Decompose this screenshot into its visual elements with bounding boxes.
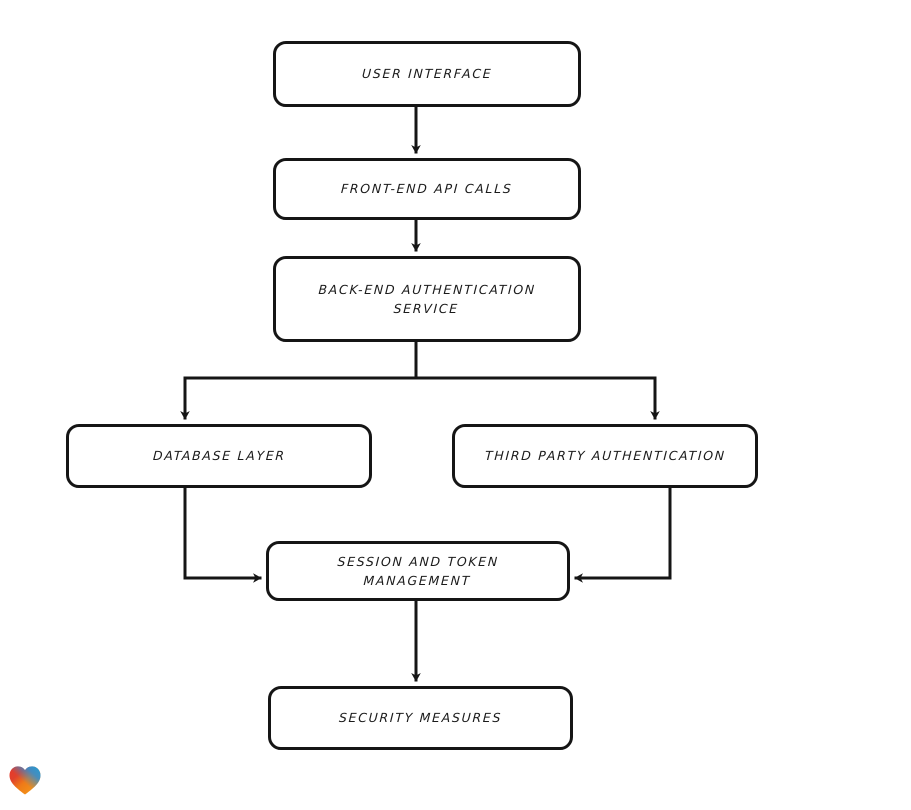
node-third-party-authentication-label: Third Party Authentication <box>484 448 726 464</box>
node-database-layer[interactable]: Database Layer <box>66 424 372 488</box>
node-security-measures-label: Security Measures <box>338 710 503 726</box>
node-third-party-authentication[interactable]: Third Party Authentication <box>452 424 758 488</box>
heart-icon <box>9 766 41 795</box>
node-session-and-token-management-label: Session and Token Management <box>337 553 500 588</box>
node-frontend-api-calls-label: Front-End API Calls <box>340 181 514 197</box>
node-backend-authentication-service-label: Back-End Authentication Service <box>318 281 537 316</box>
node-frontend-api-calls[interactable]: Front-End API Calls <box>273 158 581 220</box>
node-user-interface-label: User Interface <box>361 66 493 82</box>
edge-third-party-to-session <box>574 486 672 583</box>
node-user-interface[interactable]: User Interface <box>273 41 581 107</box>
node-database-layer-label: Database Layer <box>152 448 286 464</box>
node-session-and-token-management[interactable]: Session and Token Management <box>266 541 570 601</box>
node-backend-authentication-service[interactable]: Back-End Authentication Service <box>273 256 581 342</box>
node-security-measures[interactable]: Security Measures <box>268 686 573 750</box>
edge-database-to-session <box>183 486 262 583</box>
